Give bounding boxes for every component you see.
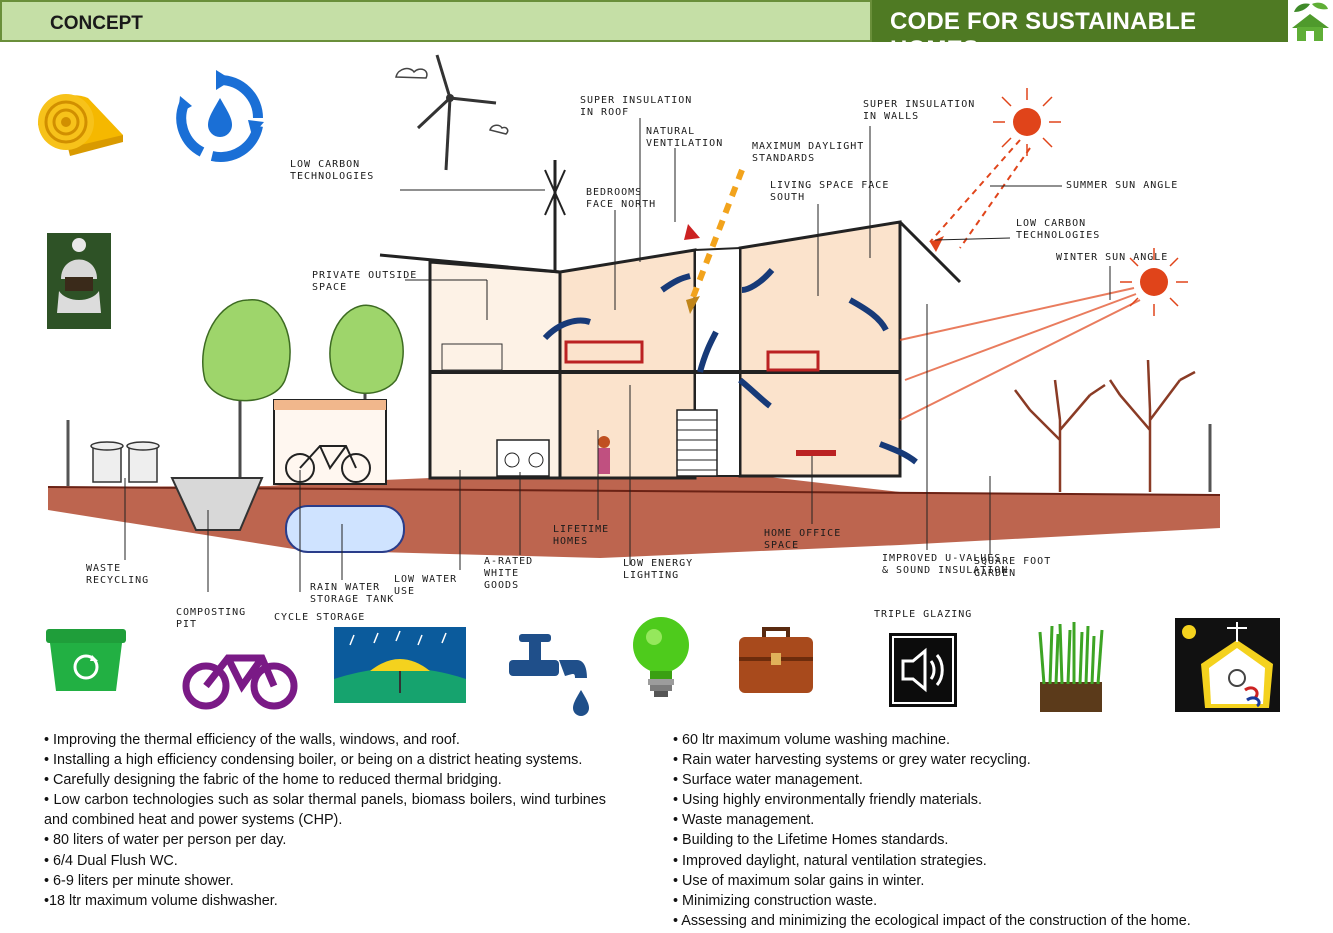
list-item: • 60 ltr maximum volume washing machine. — [673, 732, 950, 748]
list-item: • Low carbon technologies such as solar … — [44, 792, 606, 829]
ventilation-arrows — [542, 268, 918, 465]
water-recycle-icon — [172, 70, 268, 166]
list-item: • Improving the thermal efficiency of th… — [44, 732, 460, 748]
bicycle-icon — [180, 646, 300, 712]
list-item: • Carefully designing the fabric of the … — [44, 772, 502, 789]
list-item: • 6/4 Dual Flush WC. — [44, 852, 178, 869]
label-low-energy-lighting: LOW ENERGY LIGHTING — [623, 558, 694, 581]
composting-pit — [170, 477, 264, 531]
daylight-arrow — [689, 168, 745, 302]
wind-turbine-icon — [416, 54, 497, 171]
list-item: •18 ltr maximum volume dishwasher. — [44, 892, 278, 909]
label-low-carbon-tech-2: LOW CARBON TECHNOLOGIES — [1016, 218, 1101, 241]
waste-bins — [90, 441, 160, 483]
rain-umbrella-icon — [334, 627, 466, 703]
label-bedrooms-north: BEDROOMS FACE NORTH — [586, 187, 657, 210]
solar-house-icon — [1175, 618, 1280, 712]
list-item: • Waste management. — [673, 812, 815, 829]
label-triple-glazing: TRIPLE GLAZING — [874, 609, 973, 620]
list-item: • Minimizing construction waste. — [673, 892, 878, 909]
label-cycle-storage: CYCLE STORAGE — [274, 612, 366, 623]
label-super-insulation-walls: SUPER INSULATION IN WALLS — [863, 99, 976, 122]
list-item: • Installing a high efficiency condensin… — [44, 752, 583, 769]
label-super-insulation-roof: SUPER INSULATION IN ROOF — [580, 95, 693, 118]
recycle-bin-icon — [42, 623, 130, 693]
list-item: • Assessing and minimizing the ecologica… — [673, 912, 1191, 929]
list-item: • Rain water harvesting systems or grey … — [673, 752, 1031, 769]
label-summer-sun: SUMMER SUN ANGLE — [1066, 180, 1179, 191]
bicycle-sketch — [285, 445, 371, 483]
tree-left-icon — [202, 299, 404, 486]
label-composting-pit: COMPOSTING PIT — [176, 607, 247, 630]
label-waste-recycling: WASTE RECYCLING — [86, 563, 150, 586]
label-a-rated-goods: A-RATED WHITE GOODS — [484, 556, 534, 591]
header-title-bar: CODE FOR SUSTAINABLE HOMES — [872, 0, 1288, 63]
bullet-list-left: • Improving the thermal efficiency of th… — [44, 730, 606, 911]
label-low-water-use: LOW WATER USE — [394, 574, 458, 597]
list-item: • Improved daylight, natural ventilation… — [673, 852, 987, 869]
cycle-storage-box — [273, 399, 387, 485]
bullet-list-right: • 60 ltr maximum volume washing machine.… — [673, 730, 1293, 931]
label-living-space-south: LIVING SPACE FACE SOUTH — [770, 180, 890, 203]
label-improved-u-values: IMPROVED U-VALUES & SOUND INSULATION — [882, 553, 1009, 576]
knit-hat-icon — [47, 233, 111, 329]
list-item: • Use of maximum solar gains in winter. — [673, 872, 925, 889]
summer-sun-icon — [993, 88, 1061, 156]
sustainable-house-diagram — [47, 54, 1221, 592]
house-section — [379, 160, 962, 480]
bare-trees-icon — [1014, 359, 1196, 492]
insulation-roll-icon — [28, 80, 128, 170]
light-bulb-icon — [630, 613, 692, 705]
label-natural-ventilation: NATURAL VENTILATION — [646, 126, 724, 149]
label-square-foot-garden: SQUARE FOOT GARDEN — [974, 556, 1052, 579]
winter-sun-icon — [1120, 248, 1188, 316]
green-house-logo-icon — [1288, 0, 1333, 42]
grass-turf-icon — [1030, 620, 1110, 716]
list-item: • Using highly environmentally friendly … — [673, 792, 982, 809]
label-winter-sun: WINTER SUN ANGLE — [1056, 252, 1169, 263]
label-home-office: HOME OFFICE SPACE — [764, 528, 842, 551]
header-concept-title: CONCEPT — [50, 13, 143, 34]
label-max-daylight: MAXIMUM DAYLIGHT STANDARDS — [752, 141, 865, 164]
speaker-icon — [889, 633, 957, 707]
list-item: • Building to the Lifetime Homes standar… — [673, 832, 949, 849]
list-item: • 80 liters of water per person per day. — [44, 832, 287, 849]
label-lifetime-homes: LIFETIME HOMES — [553, 524, 610, 547]
rain-water-tank — [285, 505, 405, 553]
header-main-title: CODE FOR SUSTAINABLE HOMES — [890, 8, 1197, 63]
label-rain-water-tank: RAIN WATER STORAGE TANK — [310, 582, 395, 605]
briefcase-icon — [737, 623, 815, 697]
label-low-carbon-tech-1: LOW CARBON TECHNOLOGIES — [290, 159, 375, 182]
list-item: • Surface water management. — [673, 772, 863, 789]
label-private-outside: PRIVATE OUTSIDE SPACE — [312, 270, 418, 293]
header-concept-bar: CONCEPT — [0, 0, 872, 42]
list-item: • 6-9 liters per minute shower. — [44, 872, 234, 889]
water-tap-icon — [505, 630, 589, 718]
